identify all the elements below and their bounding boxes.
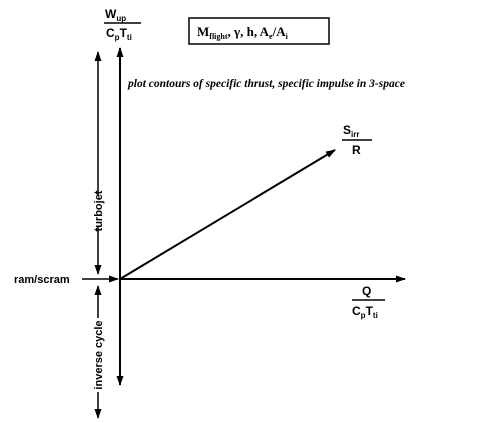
svg-text:Mflight, γ, h, Ae/Ai: Mflight, γ, h, Ae/Ai [197, 24, 289, 41]
svg-text:Q: Q [362, 284, 371, 298]
ram-scram-label: ram/scram [14, 274, 70, 286]
svg-text:Wup: Wup [105, 7, 126, 23]
svg-text:CpTti: CpTti [106, 26, 132, 42]
diagonal-arrow [119, 149, 336, 280]
x-axis-label: Q CpTti [352, 284, 385, 320]
turbojet-label: turbojet [93, 190, 105, 231]
diagonal-label: Sirr R [342, 123, 372, 157]
svg-text:R: R [352, 143, 361, 157]
svg-text:CpTti: CpTti [352, 304, 378, 320]
y-axis-label: Wup CpTti [104, 7, 141, 42]
svg-text:Sirr: Sirr [343, 123, 359, 139]
caption: plot contours of specific thrust, specif… [127, 78, 405, 90]
inverse-cycle-label: inverse cycle [93, 320, 105, 389]
parameter-box: Mflight, γ, h, Ae/Ai [188, 17, 330, 45]
